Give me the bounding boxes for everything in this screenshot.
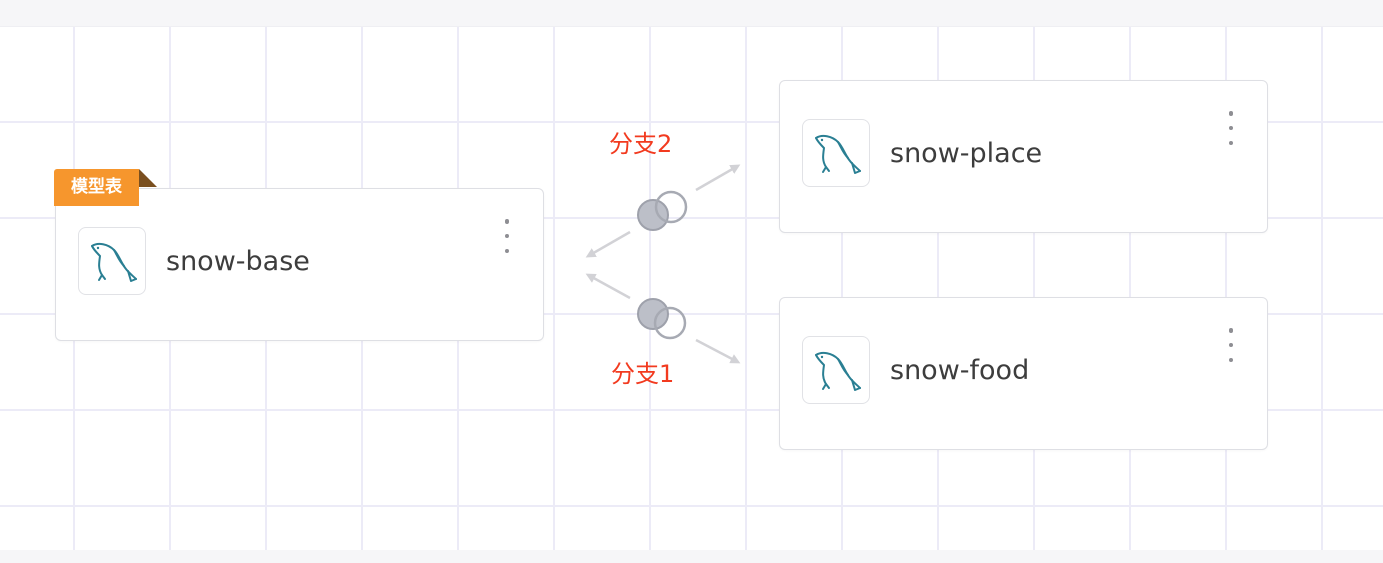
edge-branch-2[interactable] <box>585 164 741 258</box>
node-menu-kebab-icon[interactable] <box>1225 328 1237 362</box>
node-snow-food[interactable]: snow-food <box>779 297 1268 450</box>
model-table-badge: 模型表 <box>54 169 139 206</box>
mysql-dolphin-icon <box>802 336 870 404</box>
edge-arrow-to-place <box>695 164 741 192</box>
edge-branch-1[interactable] <box>585 273 741 364</box>
node-menu-kebab-icon[interactable] <box>501 219 513 253</box>
node-menu-kebab-icon[interactable] <box>1225 111 1237 145</box>
node-snow-base[interactable]: snow-base <box>55 188 544 341</box>
edge-arrow-to-food <box>695 338 741 364</box>
node-name: snow-place <box>890 138 1043 169</box>
node-name: snow-food <box>890 355 1030 386</box>
node-snow-place[interactable]: snow-place <box>779 80 1268 233</box>
edge-label-branch-2: 分支2 <box>609 130 673 158</box>
branch-merge-icon[interactable] <box>637 190 688 231</box>
badge-fold-corner <box>139 169 157 187</box>
edge-label-branch-1: 分支1 <box>611 360 675 388</box>
edge-arrow-to-base <box>585 230 631 258</box>
edge-arrow-to-base <box>585 273 631 300</box>
node-name: snow-base <box>166 246 310 277</box>
mysql-dolphin-icon <box>802 119 870 187</box>
branch-merge-icon[interactable] <box>637 298 687 340</box>
mysql-dolphin-icon <box>78 227 146 295</box>
